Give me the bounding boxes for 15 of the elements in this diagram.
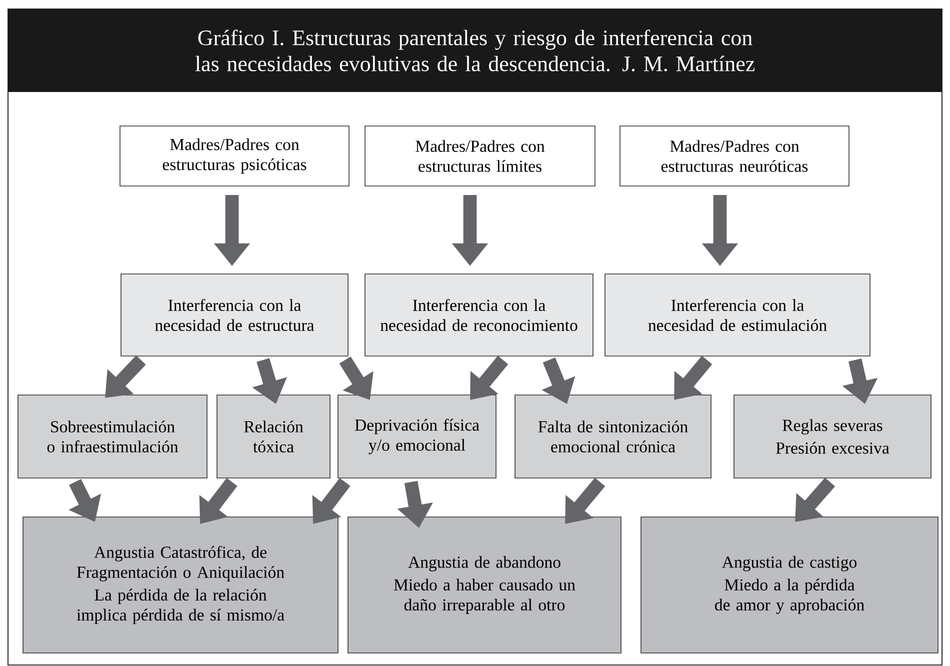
- effect-box: Reglas severas Presión excesiva: [734, 394, 932, 478]
- parent-box: Madres/Padres con estructuras psicóticas: [120, 126, 350, 186]
- need-box: Interferencia con la necesidad de estimulación: [604, 274, 870, 356]
- title-banner: Gráfico I. Estructuras parentales y riesgo de interferencia con las necesidades evolutivas de la descendencia. J. M. Martínez: [8, 9, 942, 92]
- anxiety-box: Angustia de castigo Miedo a la pérdida de amor y aprobación: [640, 516, 938, 654]
- effect-box: Sobreestimulación o infraestimulación: [18, 394, 208, 478]
- effect-box: Deprivación física y/o emocional: [338, 394, 496, 478]
- parent-box: Madres/Padres con estructuras neuróticas: [620, 126, 850, 186]
- need-box: Interferencia con la necesidad de reconocimiento: [364, 274, 594, 356]
- effect-box: Falta de sintonización emocional crónica: [514, 394, 712, 478]
- need-box: Interferencia con la necesidad de estructura: [120, 274, 348, 356]
- effect-box: Relación tóxica: [216, 394, 330, 478]
- anxiety-box: Angustia Catastrófica, de Fragmentación o Aniquilación La pérdida de la relación implica pérdida de sí mismo/a: [22, 516, 338, 654]
- parent-box: Madres/Padres con estructuras límites: [364, 126, 596, 186]
- anxiety-box: Angustia de abandono Miedo a haber causado un daño irreparable al otro: [348, 516, 622, 654]
